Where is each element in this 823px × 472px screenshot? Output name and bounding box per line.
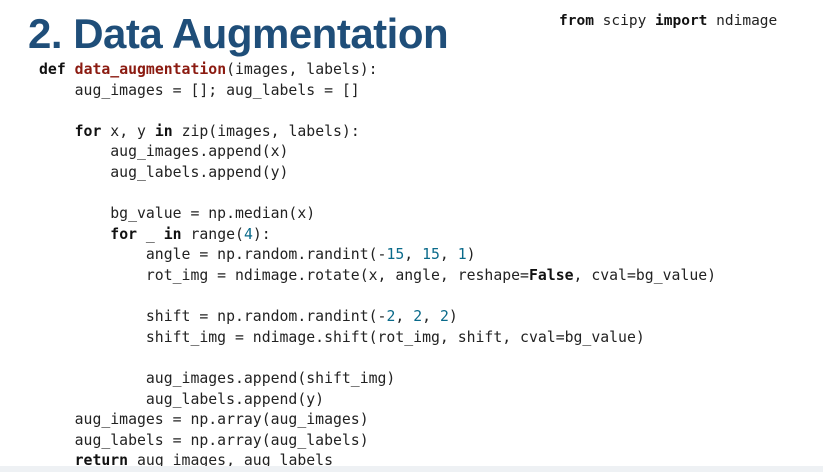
code-keyword: in (154, 122, 173, 140)
slide-title: 2. Data Augmentation (28, 10, 449, 57)
code-line: aug_images = np.array(aug_images) (39, 410, 716, 431)
code-line: angle = np.random.randint(-15, 15, 1) (39, 245, 716, 266)
footer-band (0, 466, 823, 472)
code-token: , (395, 308, 414, 326)
code-number: 2 (413, 308, 423, 326)
code-token: shift_img = ndimage.shift(rot_img, shift… (39, 328, 645, 346)
code-token: aug_labels = np.array(aug_labels) (39, 431, 369, 449)
code-token: aug_images = np.array(aug_images) (39, 411, 369, 429)
code-line (39, 101, 716, 122)
code-line: for _ in range(4): (39, 225, 716, 246)
code-token: ) (466, 246, 476, 264)
code-line (39, 287, 716, 308)
code-line: aug_images = []; aug_labels = [] (39, 81, 716, 102)
code-line: aug_labels = np.array(aug_labels) (39, 431, 716, 452)
code-token: _ (137, 225, 164, 243)
code-number: 15 (422, 246, 440, 264)
code-token: range( (181, 225, 244, 243)
code-line: bg_value = np.median(x) (39, 204, 716, 225)
code-token (39, 123, 75, 140)
code-keyword: False (528, 266, 574, 284)
code-token: aug_labels.append(y) (39, 390, 325, 408)
code-number: 2 (439, 308, 449, 326)
code-line: shift_img = ndimage.shift(rot_img, shift… (39, 328, 716, 349)
code-line (39, 184, 716, 205)
code-number: 15 (386, 246, 405, 264)
code-token: aug_images.append(shift_img) (39, 369, 396, 387)
code-token: aug_images.append(x) (39, 143, 289, 161)
code-token: rot_img = ndimage.rotate(x, angle, resha… (39, 266, 529, 284)
code-token (39, 226, 110, 243)
code-block: def data_augmentation(images, labels): a… (39, 60, 716, 472)
code-keyword: import (655, 13, 708, 29)
code-token: shift = np.random.randint(- (39, 308, 387, 326)
code-line: for x, y in zip(images, labels): (39, 122, 716, 143)
code-number: 4 (243, 225, 253, 243)
code-line: return aug_images, aug_labels (39, 451, 716, 472)
code-token: , (422, 308, 440, 326)
code-number: 1 (457, 246, 467, 264)
code-keyword: in (163, 225, 182, 243)
code-line (39, 348, 716, 369)
code-token: aug_images = []; aug_labels = [] (39, 81, 360, 99)
code-token: (images, labels): (226, 61, 378, 78)
code-keyword: def (39, 61, 66, 78)
code-line: aug_labels.append(y) (39, 390, 716, 411)
import-statement: from scipy import ndimage (559, 11, 777, 31)
code-token: , (404, 246, 423, 264)
code-token: aug_labels.append(y) (39, 163, 289, 181)
code-token: aug_images, aug_labels (128, 452, 333, 470)
code-function-name: data_augmentation (74, 61, 227, 78)
code-token: angle = np.random.randint(- (39, 246, 387, 264)
code-line: aug_labels.append(y) (39, 163, 716, 184)
code-keyword: for (74, 122, 102, 140)
code-number: 2 (386, 308, 396, 326)
code-token: scipy (593, 13, 656, 29)
code-token: bg_value = np.median(x) (39, 205, 316, 223)
code-token: ndimage (707, 13, 778, 29)
code-token (66, 61, 75, 78)
code-token: x, y (101, 122, 155, 140)
code-keyword: from (559, 13, 594, 29)
code-keyword: for (110, 225, 138, 243)
code-token: ): (252, 225, 271, 243)
code-line: def data_augmentation(images, labels): (39, 60, 716, 81)
code-line: aug_images.append(shift_img) (39, 369, 716, 390)
code-line: shift = np.random.randint(-2, 2, 2) (39, 307, 716, 328)
code-keyword: return (74, 452, 129, 470)
code-token: zip(images, labels): (172, 122, 360, 140)
code-token: ) (448, 308, 458, 326)
code-token: , cval=bg_value) (573, 266, 717, 284)
code-line: aug_images.append(x) (39, 142, 716, 163)
code-token: , (439, 246, 458, 264)
code-line: rot_img = ndimage.rotate(x, angle, resha… (39, 266, 716, 287)
